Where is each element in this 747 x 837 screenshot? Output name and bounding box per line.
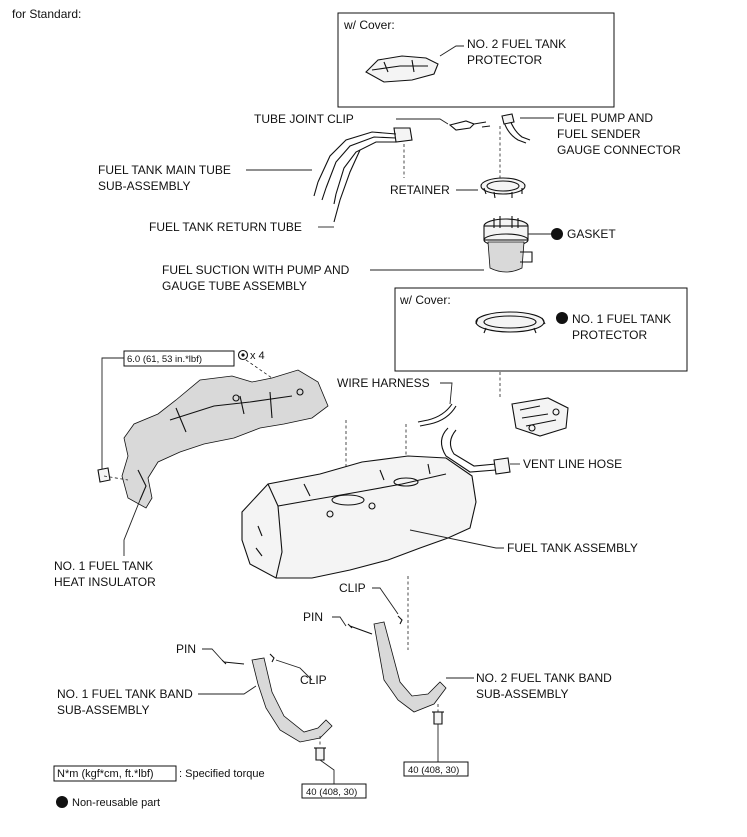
pin-left-icon [221,659,245,665]
gasket-non-reusable-mark [551,228,563,240]
cover-box-no1 [394,287,688,372]
fuel-pump-connector-label-line2: FUEL SENDER [557,127,641,141]
clip-upper-icon [397,615,403,625]
no2-protector-leader [439,45,464,57]
fuel-tank-label: FUEL TANK ASSEMBLY [507,541,638,555]
legend-torque-box [53,765,177,782]
insulator-bolt-icon [97,467,111,483]
vent-line-hose-label: VENT LINE HOSE [523,457,622,471]
wire-harness-label: WIRE HARNESS [337,376,430,390]
suction-assembly-label-line1: FUEL SUCTION WITH PUMP AND [162,263,350,277]
clip-left-icon [269,653,275,663]
no1-protector-non-reusable-mark [556,312,568,324]
pin-left-label: PIN [176,642,196,656]
wire-harness-part [417,403,457,427]
cover-box-no2 [337,12,615,108]
band1-torque-leader [319,759,335,784]
fuel-tank-leader [409,529,504,549]
band2-label-line2: SUB-ASSEMBLY [476,687,568,701]
suction-assembly-label-line2: GAUGE TUBE ASSEMBLY [162,279,307,293]
legend-torque-unit: N*m (kgf*cm, ft.*lbf) [57,768,154,780]
main-tube-label-line1: FUEL TANK MAIN TUBE [98,163,231,177]
retainer-part [480,177,526,199]
pin-right-label: PIN [303,610,323,624]
nut-count-label: x 4 [250,350,265,362]
nut-guide [245,359,273,379]
heat-insulator-leader [123,499,141,556]
cover-box-no1-title: w/ Cover: [399,293,451,307]
band1-torque-value: 40 (408, 30) [306,787,357,798]
band1-bolt-icon [314,747,326,761]
insulator-torque-value: 6.0 (61, 53 in.*lbf) [127,354,202,365]
fuel-pump-connector-label-line1: FUEL PUMP AND [557,111,653,125]
clip-left-leader [275,659,313,681]
no1-protector-label-line1: NO. 1 FUEL TANK [572,312,671,326]
fuel-tank-part [241,455,477,579]
main-tube-label-line2: SUB-ASSEMBLY [98,179,190,193]
pin-right-icon [347,623,373,635]
retainer-label: RETAINER [390,183,450,197]
band2-bolt-icon [432,711,444,725]
fuel-suction-pump-part [483,216,533,273]
heat-insulator-label-line2: HEAT INSULATOR [54,575,156,589]
no1-protector-part [475,311,546,334]
cover-box-no2-title: w/ Cover: [343,18,395,32]
legend-non-reusable-mark [56,796,68,808]
pin-right-leader [332,616,347,627]
variant-heading: for Standard: [12,7,81,21]
return-tube-label: FUEL TANK RETURN TUBE [149,220,302,234]
tube-joint-clip-part [448,120,491,131]
insulator-bolt-guide [103,475,129,481]
nut-icon [237,349,249,361]
legend-torque-desc: : Specified torque [179,768,265,780]
heat-insulator-label-line1: NO. 1 FUEL TANK [54,559,153,573]
fuel-pump-connector-label-line3: GAUGE CONNECTOR [557,143,681,157]
band1-torque-box [301,783,367,799]
no1-protector-label-line2: PROTECTOR [572,328,647,342]
tube-joint-clip-leader [396,118,449,125]
no2-protector-label-line1: NO. 2 FUEL TANK [467,37,566,51]
band1-label-line1: NO. 1 FUEL TANK BAND [57,687,193,701]
no2-protector-part [365,55,439,83]
band1-label-line2: SUB-ASSEMBLY [57,703,149,717]
band2-torque-value: 40 (408, 30) [408,765,459,776]
wire-harness-leader [440,382,453,405]
pin-left-leader [202,648,223,661]
heat-insulator-part [121,369,329,509]
no2-protector-label-line2: PROTECTOR [467,53,542,67]
tube-joint-clip-label: TUBE JOINT CLIP [254,112,354,126]
vent-line-hose-part [440,427,511,475]
insulator-torque-leader [101,357,124,470]
vent-connector-part [511,397,569,437]
gasket-label: GASKET [567,227,616,241]
insulator-torque-box [123,350,235,367]
no2-band-part [373,621,447,713]
clip-left-label: CLIP [300,673,327,687]
no1-band-part [251,657,333,743]
band1-leader [198,685,257,695]
band2-label-line1: NO. 2 FUEL TANK BAND [476,671,612,685]
clip-upper-leader [372,587,399,615]
legend-non-reusable-label: Non-reusable part [72,797,160,809]
fuel-tank-main-tube-part [313,127,413,223]
fuel-pump-connector-part [501,113,531,144]
band2-torque-box [403,761,469,777]
clip-upper-label: CLIP [339,581,366,595]
